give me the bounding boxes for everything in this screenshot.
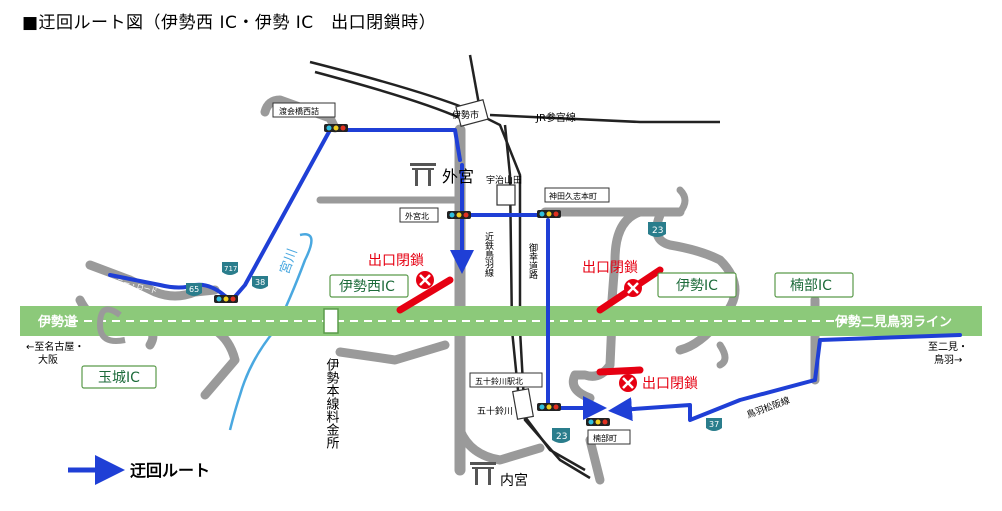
- label-closure-3: 出口閉鎖: [642, 376, 698, 392]
- tamaki-ramp: [96, 306, 126, 344]
- traffic-signal-wataraibashi: [324, 124, 348, 132]
- svg-text:37: 37: [709, 420, 719, 429]
- label-ise-ic: 伊勢IC: [676, 278, 718, 294]
- road-ise-east: [716, 341, 729, 369]
- shield-65: 65: [186, 283, 202, 296]
- road-ise-ic-1: [607, 207, 645, 305]
- shield-23-south: 23: [552, 428, 570, 443]
- box-tamaki-ic: [81, 365, 157, 389]
- legend-label: 迂回ルート: [130, 461, 210, 480]
- box-iseseic: [329, 274, 409, 298]
- traffic-signal-kusubecho: [586, 418, 610, 426]
- label-to-nagoya-2: 大阪: [38, 353, 58, 366]
- route-shields: 717 65 38 23 23 37: [186, 222, 722, 443]
- shield-37: 37: [706, 418, 722, 431]
- traffic-signals: [214, 124, 610, 426]
- station-iseshi: [455, 98, 489, 128]
- label-to-nagoya: ←至名古屋・: [26, 340, 84, 353]
- expressway: [20, 306, 982, 336]
- label-isuzugawa-station: 五十鈴川: [477, 405, 513, 417]
- sign-wataraibashi: 渡会橋西詰: [279, 106, 319, 116]
- station-ujiyamada: [496, 184, 516, 206]
- traffic-signal-gekuu-kita: [447, 211, 471, 219]
- road-kusubecho-south: [585, 435, 605, 485]
- box-kusube-ic: [774, 272, 854, 298]
- torii-icon-geku: [410, 163, 436, 186]
- closure-icon-1: [416, 271, 434, 289]
- road-north-stub: [676, 186, 689, 216]
- label-tamaki-ic: 玉城IC: [98, 370, 140, 386]
- jr-line-east: [489, 113, 720, 124]
- label-iseshi-station: 伊勢市: [452, 109, 479, 121]
- torii-icon-naiku: [470, 462, 496, 485]
- traffic-signal-kanda: [537, 210, 561, 218]
- detour-route-east: [608, 333, 962, 422]
- label-kintetsu-line: 近鉄鳥羽線: [483, 231, 494, 277]
- ic-labels: 玉城IC 伊勢西IC 伊勢IC 楠部IC: [81, 272, 854, 389]
- sign-gekuu-kita: 外宮北: [405, 211, 429, 221]
- map-title: ■迂回ルート図（伊勢西 IC・伊勢 IC 出口閉鎖時）: [22, 13, 437, 33]
- label-naiku: 内宮: [500, 473, 528, 489]
- sign-kanda: 神田久志本町: [549, 191, 597, 201]
- traffic-signal-65: [214, 295, 238, 303]
- label-futami-toba-line: 伊勢二見鳥羽ライン: [834, 314, 952, 330]
- svg-text:717: 717: [224, 265, 237, 273]
- shield-23-north: 23: [648, 222, 666, 237]
- traffic-signal-isuzugawa: [537, 403, 561, 411]
- closure-line-iseseic: [396, 276, 454, 314]
- closure-icon-2: [624, 279, 642, 297]
- jr-line-west: [314, 70, 476, 122]
- label-closure-1: 出口閉鎖: [368, 253, 424, 269]
- svg-text:38: 38: [255, 278, 265, 287]
- label-ujiyamada-station: 宇治山田: [486, 174, 522, 186]
- label-jr-line: JR参宮線: [535, 111, 576, 124]
- label-to-futami-2: 鳥羽→: [934, 353, 962, 366]
- stations: 伊勢市 宇治山田 五十鈴川: [452, 98, 535, 420]
- closure-icon-3: [619, 374, 637, 392]
- station-isuzugawa: [511, 388, 535, 420]
- label-geku: 外宮: [442, 167, 474, 186]
- label-to-futami: 至二見・: [928, 341, 968, 353]
- legend: 迂回ルート: [68, 455, 210, 485]
- rail-lines: [309, 54, 720, 480]
- road-naiku-junction: [455, 425, 545, 465]
- rail-parallel: [503, 124, 586, 472]
- label-iseseic: 伊勢西IC: [339, 279, 395, 295]
- intersection-signs: 渡会橋西詰 外宮北 神田久志本町 五十鈴川駅北 楠部町: [272, 102, 631, 445]
- closure-line-ise-south: [596, 366, 644, 376]
- label-closure-2: 出口閉鎖: [582, 260, 638, 276]
- svg-text:23: 23: [652, 226, 663, 236]
- shield-717: 717: [222, 262, 238, 275]
- label-ise-expressway: 伊勢道: [37, 314, 77, 330]
- box-ise-ic: [657, 272, 737, 298]
- sign-kusubecho: 楠部町: [593, 433, 617, 443]
- sign-isuzugawa-eki: 五十鈴川駅北: [475, 376, 523, 386]
- local-roads: [75, 95, 820, 485]
- kintetsu-line: [309, 60, 591, 480]
- svg-text:65: 65: [189, 285, 199, 294]
- shield-38: 38: [252, 276, 268, 289]
- closure-marks: 出口閉鎖 出口閉鎖 出口閉鎖: [368, 253, 698, 392]
- label-tollgate: 伊勢本線料金所: [324, 358, 340, 449]
- svg-text:23: 23: [556, 432, 567, 442]
- road-wataraibashi: [260, 95, 340, 133]
- label-miyuki-road: 御幸道路: [527, 242, 538, 280]
- label-kusube-ic: 楠部IC: [790, 278, 832, 294]
- road-iseseic-west: [335, 340, 450, 365]
- tollgate-marker: [323, 308, 339, 334]
